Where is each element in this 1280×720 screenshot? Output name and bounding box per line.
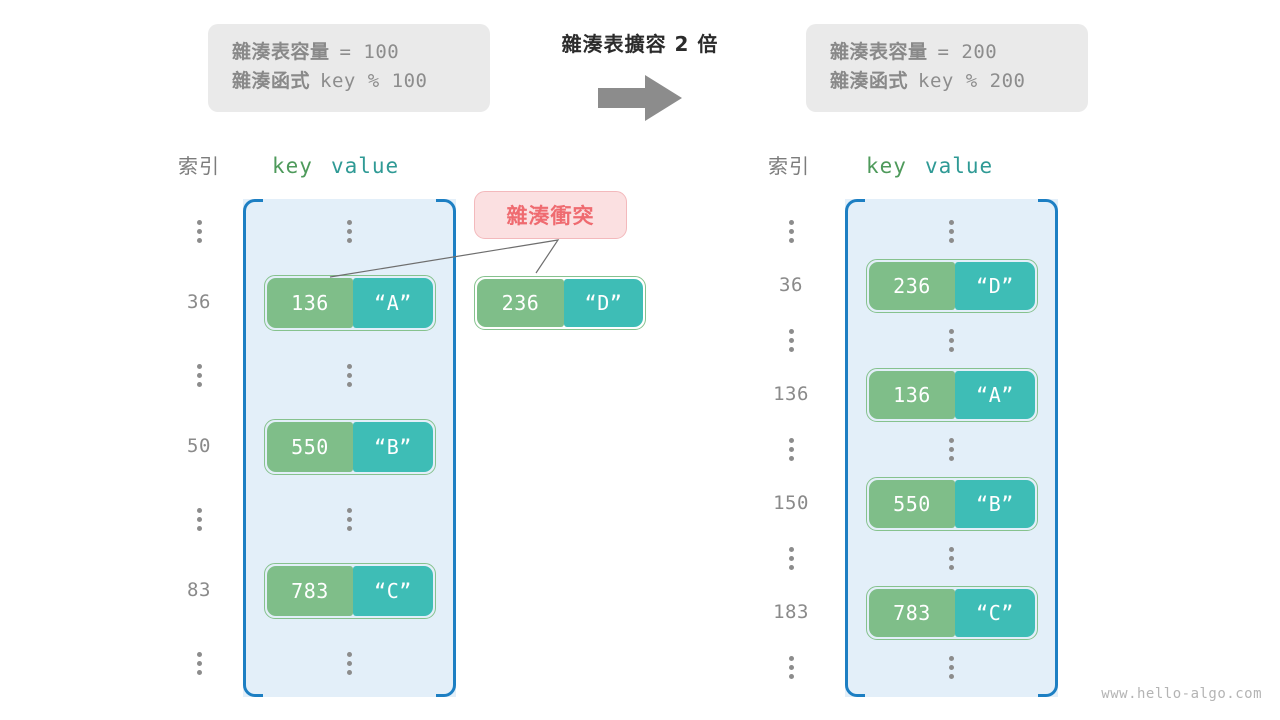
vertical-ellipsis-icon (347, 651, 352, 675)
left-table-header: 索引 key value (170, 150, 399, 179)
index-ellipsis-icon (160, 508, 238, 531)
table-row-ellipsis (243, 202, 456, 260)
table-row: 136“A” (845, 367, 1058, 422)
index-label: 150 (773, 491, 809, 514)
table-row-ellipsis (243, 634, 456, 692)
key-value-pair: 783“C” (865, 585, 1038, 640)
function-label: 雜湊函式 (830, 69, 909, 92)
transition-block: 雜湊表擴容 2 倍 (520, 28, 760, 121)
index-ellipsis-icon (160, 652, 238, 675)
capacity-expression: = 100 (339, 41, 400, 63)
entry-key: 136 (868, 370, 956, 419)
key-value-pair: 550“B” (263, 419, 436, 475)
entry-key: 783 (868, 588, 956, 637)
table-row-ellipsis (243, 490, 456, 548)
key-value-pair: 550“B” (865, 476, 1038, 531)
entry-key: 236 (477, 279, 564, 327)
capacity-label: 雜湊表容量 (232, 41, 330, 63)
table-row-ellipsis (845, 206, 1058, 256)
vertical-ellipsis-icon (347, 219, 352, 243)
function-expression: key % 100 (320, 69, 428, 92)
key-value-pair: 236“D” (865, 258, 1038, 313)
table-row-ellipsis (845, 424, 1058, 474)
index-ellipsis-icon (752, 547, 830, 570)
vertical-ellipsis-icon (949, 546, 954, 570)
header-index: 索引 (768, 154, 810, 178)
index-label: 83 (187, 579, 211, 601)
table-row-ellipsis (845, 642, 1058, 692)
index-ellipsis-icon (752, 438, 830, 461)
index-ellipsis-icon (160, 364, 238, 387)
vertical-ellipsis-icon (949, 655, 954, 679)
index-label: 50 (187, 435, 211, 457)
key-value-pair: 136“A” (865, 367, 1038, 422)
table-row: 550“B” (243, 418, 456, 476)
entry-value: “A” (955, 370, 1035, 419)
capacity-line-after: 雜湊表容量 = 200 (830, 38, 1064, 67)
entry-value: “D” (955, 261, 1035, 310)
entry-value: “A” (353, 278, 433, 328)
vertical-ellipsis-icon (949, 437, 954, 461)
entry-key: 783 (266, 566, 354, 616)
table-row-ellipsis (845, 533, 1058, 583)
collision-badge: 雜湊衝突 (474, 191, 627, 239)
diagram-title: 雜湊表擴容 2 倍 (561, 32, 719, 56)
info-box-before: 雜湊表容量 = 100 雜湊函式 key % 100 (208, 24, 490, 112)
table-row: 783“C” (845, 585, 1058, 640)
table-row: 236“D” (845, 258, 1058, 313)
info-box-after: 雜湊表容量 = 200 雜湊函式 key % 200 (806, 24, 1088, 112)
function-expression: key % 200 (918, 69, 1026, 92)
header-key: key (866, 154, 907, 178)
right-table-header: 索引 key value (760, 150, 993, 179)
table-row: 783“C” (243, 562, 456, 620)
vertical-ellipsis-icon (347, 363, 352, 387)
left-hash-table: 136“A” 550“B” 783“C” (243, 199, 456, 697)
index-label: 183 (773, 600, 809, 623)
arrow-right-icon (520, 75, 760, 121)
entry-key: 550 (868, 479, 956, 528)
function-label: 雜湊函式 (232, 69, 311, 92)
entry-key: 136 (266, 278, 354, 328)
index-label: 136 (773, 382, 809, 405)
entry-value: “D” (563, 279, 643, 327)
collision-badge-label: 雜湊衝突 (506, 204, 595, 228)
index-ellipsis-icon (752, 220, 830, 243)
index-label: 36 (187, 291, 211, 313)
colliding-entry: 236 “D” (474, 276, 646, 330)
function-line-after: 雜湊函式 key % 200 (830, 67, 1064, 96)
table-row-ellipsis (243, 346, 456, 404)
vertical-ellipsis-icon (949, 219, 954, 243)
capacity-expression: = 200 (937, 41, 998, 63)
vertical-ellipsis-icon (347, 507, 352, 531)
entry-key: 236 (868, 261, 956, 310)
index-ellipsis-icon (752, 656, 830, 679)
entry-value: “C” (955, 588, 1035, 637)
header-key: key (272, 154, 313, 178)
index-label: 36 (779, 273, 803, 296)
vertical-ellipsis-icon (949, 328, 954, 352)
entry-value: “B” (353, 422, 433, 472)
right-hash-table: 236“D” 136“A” 550“B” 783“C” (845, 199, 1058, 697)
entry-value: “B” (955, 479, 1035, 528)
index-ellipsis-icon (752, 329, 830, 352)
function-line-before: 雜湊函式 key % 100 (232, 67, 466, 96)
capacity-line-before: 雜湊表容量 = 100 (232, 38, 466, 67)
entry-value: “C” (353, 566, 433, 616)
watermark: www.hello-algo.com (1101, 686, 1262, 702)
entry-key: 550 (266, 422, 354, 472)
table-row: 550“B” (845, 476, 1058, 531)
table-row: 136“A” (243, 274, 456, 332)
header-value: value (924, 154, 994, 178)
header-value: value (330, 154, 400, 178)
index-ellipsis-icon (160, 220, 238, 243)
capacity-label: 雜湊表容量 (830, 41, 928, 63)
key-value-pair: 136“A” (263, 275, 436, 331)
key-value-pair: 783“C” (263, 563, 436, 619)
header-index: 索引 (178, 154, 220, 178)
table-row-ellipsis (845, 315, 1058, 365)
